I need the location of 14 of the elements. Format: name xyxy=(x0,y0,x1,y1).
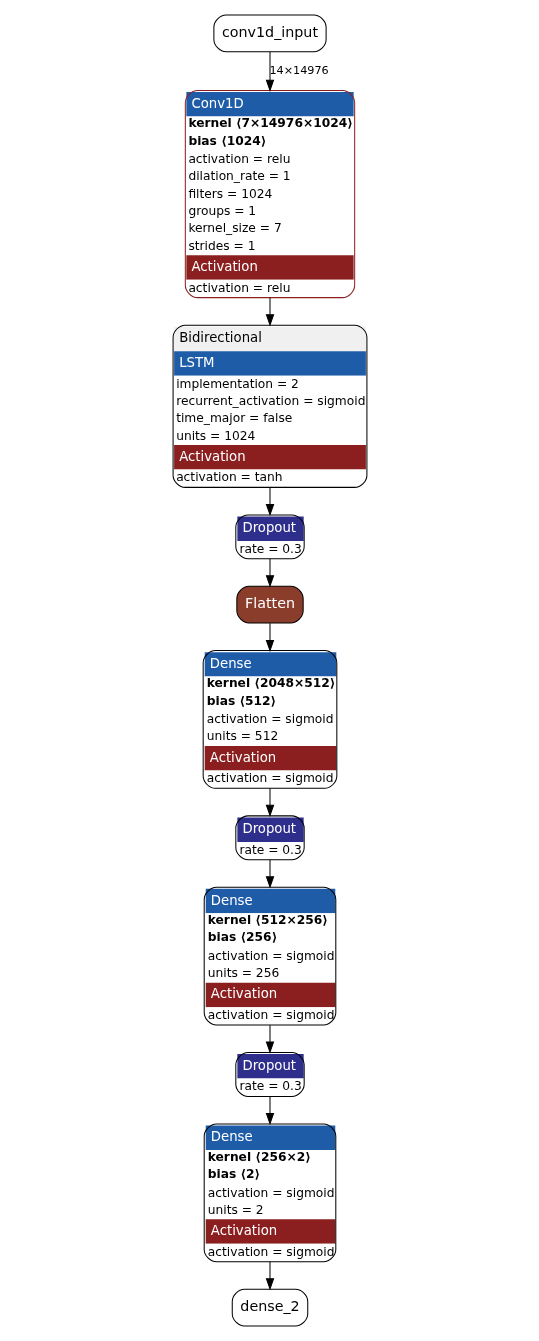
arrow xyxy=(265,487,274,517)
arrow xyxy=(265,1261,274,1291)
arrow xyxy=(265,51,274,92)
arrow xyxy=(265,859,274,889)
arrow xyxy=(265,297,274,327)
node-box: conv1d_input xyxy=(212,14,327,53)
arrow xyxy=(265,558,274,588)
arrow xyxy=(265,1024,274,1054)
arrow xyxy=(265,1096,274,1126)
arrow xyxy=(265,787,274,817)
arrow xyxy=(265,622,274,653)
node-box: dense_2 xyxy=(231,1288,308,1327)
node-box: Flatten xyxy=(235,585,304,624)
edge-label: 14×14976 xyxy=(268,63,329,77)
